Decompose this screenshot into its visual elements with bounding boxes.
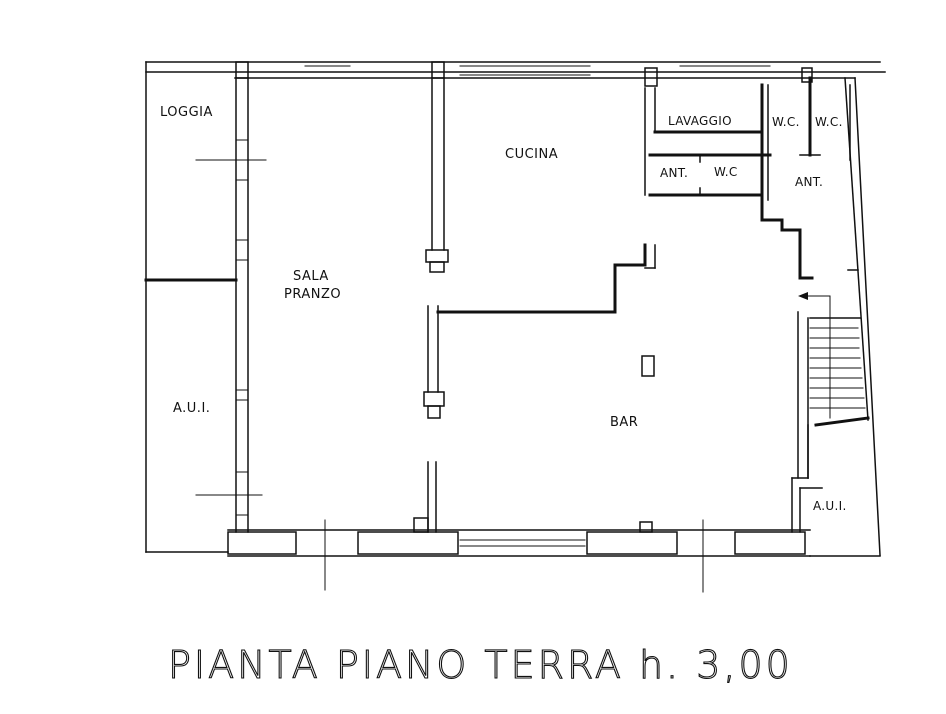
room-label-ant-1: ANT. [660,166,688,180]
room-label-sala: SALA [293,269,329,284]
room-label-ant-2: ANT. [795,175,823,189]
room-label-loggia: LOGGIA [160,105,213,120]
room-label-cucina: CUCINA [505,147,558,162]
room-label-pranzo: PRANZO [284,287,341,302]
room-label-lavaggio: LAVAGGIO [668,114,732,128]
room-labels: LOGGIA CUCINA LAVAGGIO W.C. W.C. ANT. W.… [160,105,847,513]
room-label-aui-left: A.U.I. [173,401,210,416]
outer-walls [145,61,886,557]
room-label-wc-1: W.C. [772,115,800,129]
room-label-bar: BAR [610,415,638,430]
room-label-wc-3: W.C [714,165,738,179]
room-label-wc-2: W.C. [815,115,843,129]
room-label-aui-right: A.U.I. [813,499,847,513]
interior-walls [144,76,870,593]
plan-title: PIANTA PIANO TERRA h. 3,00 [168,643,793,687]
